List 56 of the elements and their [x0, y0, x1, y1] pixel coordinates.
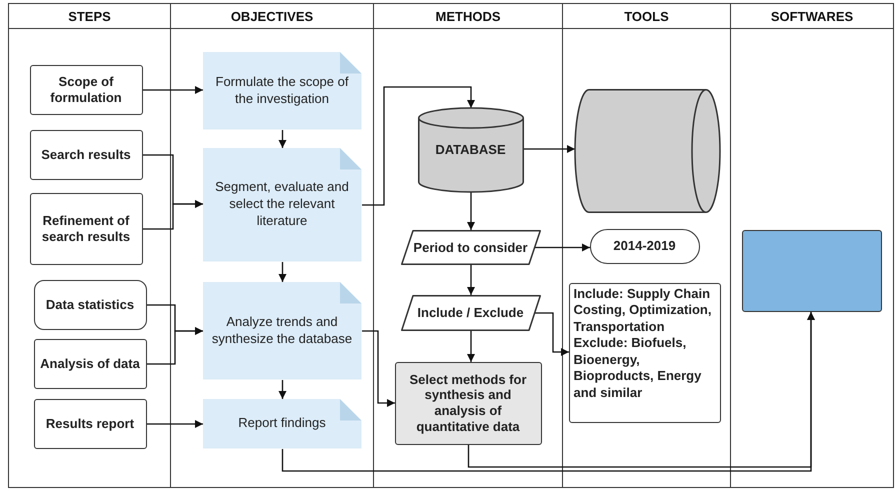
document-shape	[202, 282, 362, 380]
node-label: Report findings	[238, 415, 326, 432]
document-shape	[202, 52, 362, 130]
arrow	[278, 130, 286, 148]
node-label: Scope of formulation	[49, 74, 123, 106]
swimlane	[170, 3, 373, 488]
node-label: Formulate the scope of the investigation	[214, 74, 350, 108]
arrow	[534, 244, 590, 252]
node-label: Period to consider	[413, 240, 528, 254]
arrow	[147, 420, 203, 428]
column-header: STEPS	[9, 4, 170, 29]
column-header: METHODS	[374, 4, 562, 29]
arrow	[467, 331, 475, 362]
node-label: Data statistics	[46, 296, 134, 312]
software-box	[742, 230, 882, 312]
step-box	[34, 338, 146, 388]
node-label: Include / Exclude	[417, 305, 524, 320]
arrow	[524, 145, 575, 153]
process-box	[394, 362, 542, 444]
node-label: Select methods for synthesis and analysis of quantitative data	[408, 372, 528, 434]
node-label: Refinement of search results	[40, 212, 132, 244]
swimlane	[562, 3, 730, 488]
column-header: OBJECTIVES	[171, 4, 373, 29]
arrow	[278, 380, 286, 399]
arrow	[534, 312, 569, 356]
swimlane	[730, 3, 894, 488]
terminal-shape	[590, 228, 700, 264]
step-box	[30, 130, 142, 180]
document-shape	[202, 148, 362, 262]
rounded-step-box	[34, 280, 146, 330]
column-header: SOFTWARES	[731, 4, 893, 29]
node-label: Segment, evaluate and select the relevant literature	[214, 179, 350, 230]
node-label: Results report	[46, 416, 134, 432]
arrow	[147, 327, 203, 365]
arrow	[467, 192, 475, 230]
column-header: TOOLS	[563, 4, 730, 29]
arrow	[282, 312, 815, 472]
node-label: Include: Supply Chain Costing, Optimization, Transportation Exclude: Biofuels, Bioenergy, Bioproducts, Energy and similar	[574, 286, 712, 401]
swimlane	[373, 3, 562, 488]
note-box	[568, 282, 720, 422]
step-box	[30, 192, 142, 264]
document-shape	[202, 398, 362, 448]
arrow	[362, 330, 395, 407]
arrow	[278, 262, 286, 282]
arrow	[467, 265, 475, 295]
arrow	[143, 86, 203, 94]
step-box	[34, 398, 146, 448]
step-box	[30, 64, 142, 114]
node-label: Analyze trends and synthesize the database	[210, 314, 354, 348]
node-label: DATABASE	[435, 142, 506, 157]
node-label: Search results	[41, 146, 131, 162]
swimlane	[8, 3, 170, 488]
arrow	[362, 86, 475, 206]
node-label: Analysis of data	[40, 356, 140, 372]
node-label: 2014-2019	[613, 238, 676, 254]
arrow	[143, 200, 203, 230]
